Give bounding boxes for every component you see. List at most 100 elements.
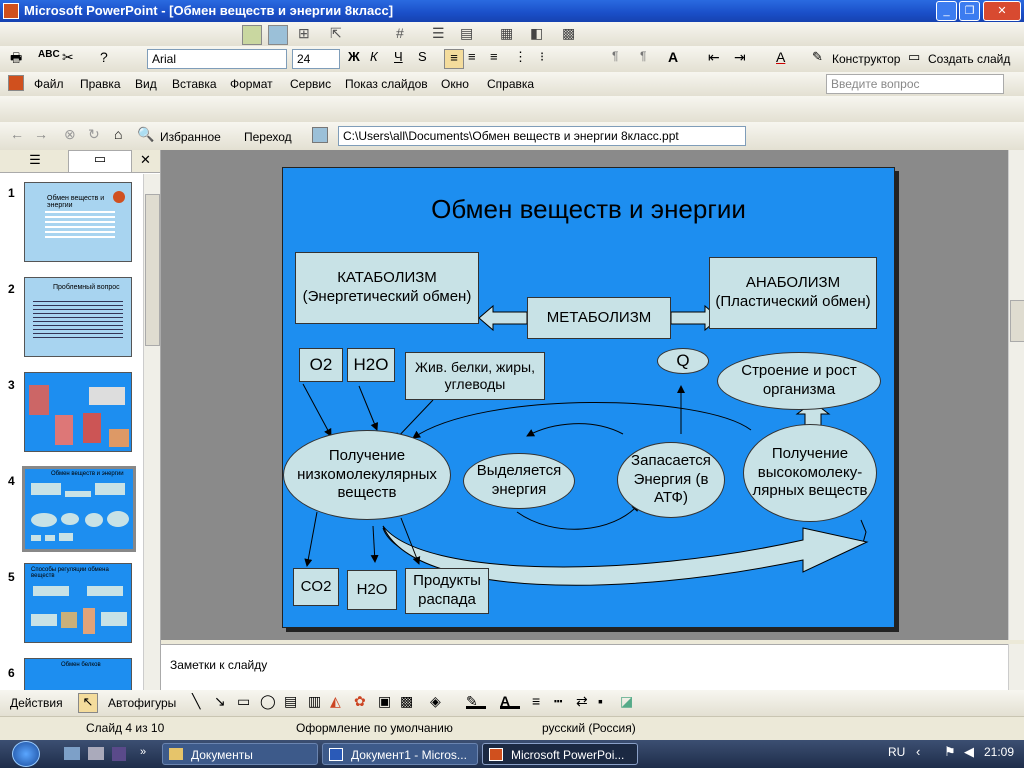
menu-format[interactable]: Формат — [230, 77, 273, 91]
clipart-icon[interactable]: ✿ — [354, 693, 366, 709]
cut-icon[interactable]: ✂ — [62, 49, 74, 65]
new-slide-button[interactable]: Создать слайд — [928, 52, 1011, 66]
arrow-style-icon[interactable]: ⇄ — [576, 693, 588, 709]
grow-font-icon[interactable]: A — [668, 49, 679, 65]
search-icon[interactable]: 🔍 — [137, 126, 155, 142]
show-desktop-icon[interactable] — [64, 747, 80, 760]
taskbar-item-word[interactable]: Документ1 - Micros... — [322, 743, 478, 765]
document-icon[interactable] — [8, 75, 24, 91]
oval-icon[interactable]: ◯ — [260, 693, 276, 709]
slide-thumbnail-4-selected[interactable]: Обмен веществ и энергии — [22, 466, 136, 552]
energy-release-ellipse[interactable]: Выделяется энергия — [463, 453, 575, 509]
katabolism-box[interactable]: КАТАБОЛИЗМ (Энергетический обмен) — [295, 252, 479, 324]
line-color-icon[interactable]: ✎ — [466, 693, 486, 709]
pane-scroll-thumb[interactable] — [145, 194, 160, 346]
menu-file[interactable]: Файл — [34, 77, 64, 91]
tray-expand-icon[interactable]: ‹ — [916, 744, 921, 759]
italic-icon[interactable]: К — [370, 49, 378, 64]
tab-outline[interactable]: ☰ — [29, 152, 41, 167]
anabolism-box[interactable]: АНАБОЛИЗМ (Пластический обмен) — [709, 257, 877, 329]
rectangle-icon[interactable]: ▭ — [237, 693, 251, 709]
picture-icon[interactable]: ▩ — [400, 693, 414, 709]
start-button[interactable] — [12, 741, 40, 767]
home-icon[interactable]: ⌂ — [114, 126, 123, 142]
go-menu[interactable]: Переход — [244, 130, 292, 144]
shadow-icon[interactable]: S — [418, 49, 427, 64]
notes-pane[interactable]: Заметки к слайду — [161, 644, 1008, 691]
dash-style-icon[interactable]: ┅ — [554, 693, 563, 709]
food-box[interactable]: Жив. белки, жиры, углеводы — [405, 352, 545, 400]
scroll-thumb[interactable] — [1010, 300, 1024, 342]
menu-edit[interactable]: Правка — [80, 77, 121, 91]
menu-help[interactable]: Справка — [487, 77, 535, 91]
minimize-button[interactable]: _ — [936, 1, 957, 21]
show-icon[interactable]: ▩ — [562, 25, 576, 41]
increase-indent-icon[interactable]: ⇥ — [734, 49, 746, 65]
menu-insert[interactable]: Вставка — [172, 77, 217, 91]
font-size-select[interactable]: 24 — [292, 49, 340, 69]
font-color-icon[interactable]: A — [776, 49, 786, 65]
forward-icon[interactable]: → — [34, 126, 48, 142]
restore-button[interactable]: ❐ — [959, 1, 980, 21]
arrow-icon[interactable]: ↘ — [214, 693, 226, 709]
autoshapes-menu[interactable]: Автофигуры — [108, 696, 177, 710]
o2-box[interactable]: O2 — [299, 348, 343, 382]
menu-slideshow[interactable]: Показ слайдов — [345, 77, 428, 91]
textbox-icon[interactable]: ▤ — [284, 693, 298, 709]
slide[interactable]: Обмен веществ и энергии КАТАБОЛИЗМ (Энер… — [282, 167, 895, 628]
flag-icon[interactable]: ⚑ — [944, 744, 956, 759]
menu-window[interactable]: Окно — [441, 77, 469, 91]
table-icon[interactable]: ▦ — [500, 25, 514, 41]
co2-box[interactable]: CO2 — [293, 568, 339, 606]
help-search-input[interactable]: Введите вопрос — [826, 74, 1004, 94]
q-ellipse[interactable]: Q — [657, 348, 709, 374]
hyperlink-icon[interactable]: ⊞ — [298, 25, 310, 41]
energy-store-ellipse[interactable]: Запасается Энергия (в АТФ) — [617, 442, 725, 518]
taskbar-item-powerpoint[interactable]: Microsoft PowerPoi... — [482, 743, 638, 765]
color-icon[interactable]: ◧ — [530, 25, 544, 41]
wordart-icon[interactable]: ▥ — [308, 693, 322, 709]
bold-icon[interactable]: Ж — [348, 49, 360, 64]
volume-icon[interactable]: ◀ — [964, 744, 974, 759]
numbering-icon[interactable]: ⋮ — [514, 49, 527, 64]
high-molecular-ellipse[interactable]: Получение высокомолеку-лярных веществ — [743, 424, 877, 522]
stop-icon[interactable]: ⊗ — [64, 126, 76, 142]
tab-slides[interactable]: ▭ — [68, 150, 132, 172]
text-color-icon[interactable]: A — [500, 693, 520, 709]
bullets-icon[interactable]: ⁝ — [540, 49, 545, 64]
align-right-icon[interactable]: ≡ — [490, 49, 498, 64]
h2o-bottom-box[interactable]: H2O — [347, 570, 397, 610]
align-center-icon[interactable]: ≡ — [468, 49, 476, 64]
h2o-top-box[interactable]: H2O — [347, 348, 395, 382]
language-indicator[interactable]: RU — [888, 745, 906, 759]
shadow-style-icon[interactable]: ▪ — [598, 693, 603, 709]
select-pointer-icon[interactable]: ↖ — [78, 693, 98, 713]
back-icon[interactable]: ← — [10, 126, 24, 142]
menu-tools[interactable]: Сервис — [290, 77, 332, 91]
pane-scrollbar[interactable] — [143, 174, 160, 690]
insert-chart-icon[interactable] — [268, 25, 288, 45]
ltr-icon[interactable]: ¶ — [612, 49, 619, 63]
low-molecular-ellipse[interactable]: Получение низкомолекулярных веществ — [283, 430, 451, 520]
decrease-indent-icon[interactable]: ⇤ — [708, 49, 720, 65]
line-icon[interactable]: ╲ — [192, 693, 201, 709]
favorites-menu[interactable]: Избранное — [160, 130, 221, 144]
help-icon[interactable]: ? — [100, 49, 108, 65]
taskbar-item-documents[interactable]: Документы — [162, 743, 318, 765]
notes-scrollbar[interactable] — [1008, 644, 1024, 690]
metabolism-box[interactable]: МЕТАБОЛИЗМ — [527, 297, 671, 339]
insert-image-icon[interactable]: ▣ — [378, 693, 392, 709]
actions-menu[interactable]: Действия — [10, 696, 63, 710]
refresh-icon[interactable]: ↻ — [88, 126, 100, 142]
slide-thumbnail-6[interactable]: Обмен белков — [24, 658, 132, 690]
designer-button[interactable]: Конструктор — [832, 52, 901, 66]
align-icon[interactable]: ☰ — [432, 25, 445, 41]
diagram-icon[interactable]: ◭ — [330, 693, 341, 709]
quicklaunch-expand-icon[interactable]: » — [140, 746, 147, 758]
quicklaunch-icon[interactable] — [88, 747, 104, 760]
print-icon[interactable]: 🖶 — [10, 50, 23, 65]
zoom-icon[interactable]: ▤ — [460, 25, 474, 41]
align-left-icon[interactable]: ≡ — [444, 49, 464, 69]
designer-icon[interactable]: ✎ — [812, 49, 823, 64]
underline-icon[interactable]: Ч — [394, 49, 403, 64]
